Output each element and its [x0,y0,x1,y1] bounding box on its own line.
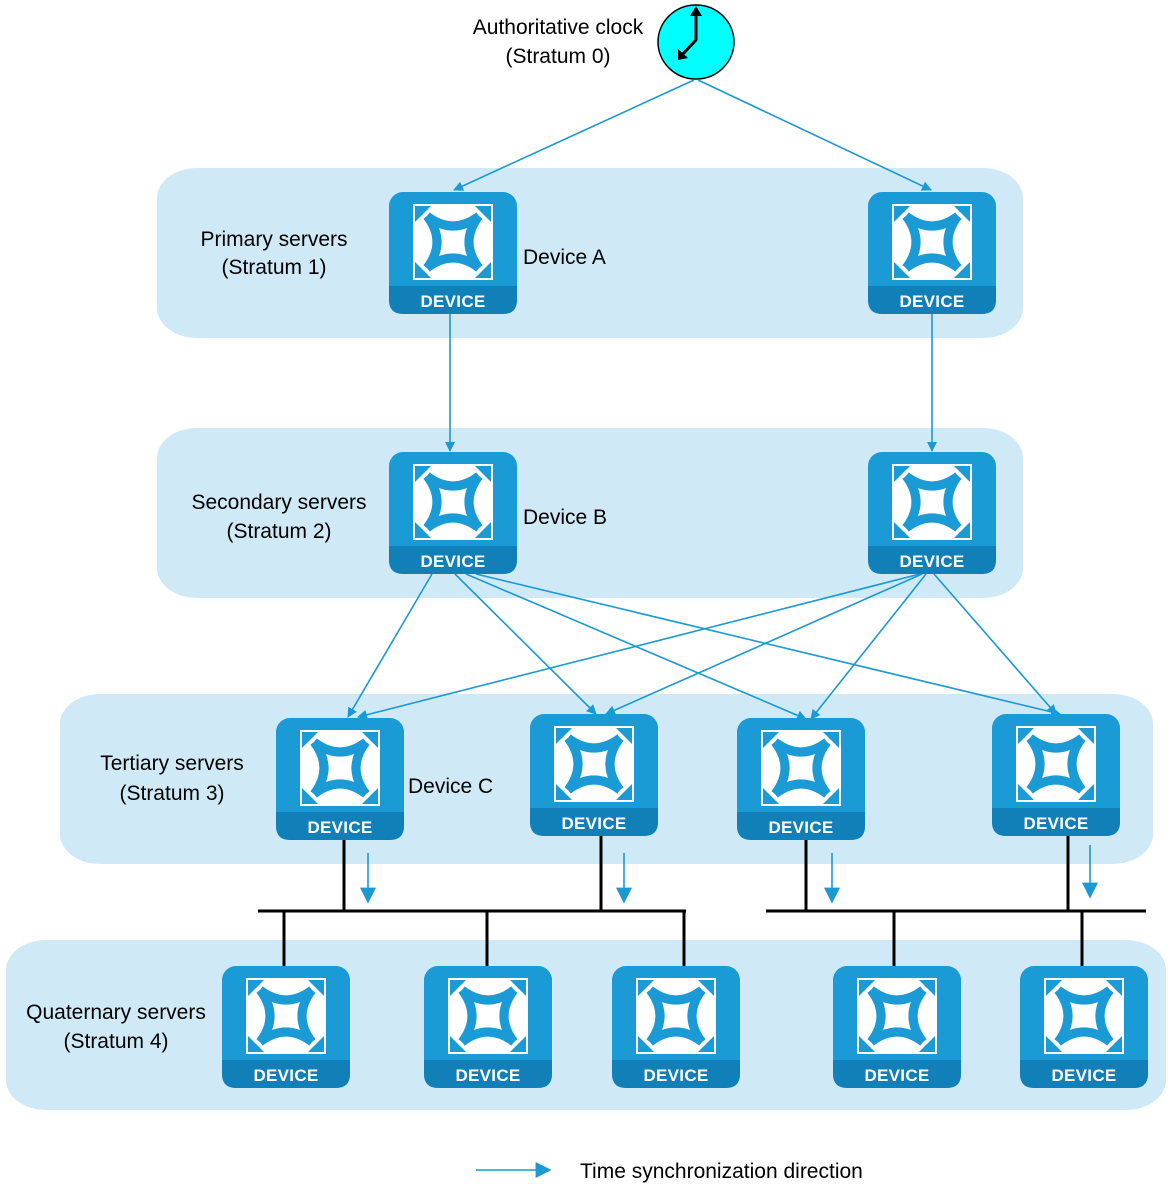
device-tertiary-2[interactable]: DEVICE [530,714,658,836]
clock-title: Authoritative clock [473,16,644,39]
device-quaternary-4[interactable]: DEVICE [833,966,961,1088]
primary-stratum: (Stratum 1) [221,256,326,279]
device-b-label: Device B [523,506,607,529]
device-quaternary-1[interactable]: DEVICE [222,966,350,1088]
device-quaternary-2[interactable]: DEVICE [424,966,552,1088]
sync-arrow [454,573,597,715]
authoritative-clock [657,4,735,80]
device-label: DEVICE [420,552,485,571]
band-quaternary [6,940,1166,1110]
device-label: DEVICE [864,1066,929,1085]
device-label: DEVICE [768,818,833,837]
sync-arrow [475,573,1061,717]
sync-arrow [347,573,433,718]
device-primary-2[interactable]: DEVICE [868,192,996,314]
device-a-label: Device A [523,246,606,269]
device-label: DEVICE [1023,814,1088,833]
device-label: DEVICE [253,1066,318,1085]
quaternary-title: Quaternary servers [26,1001,206,1024]
device-label: DEVICE [899,292,964,311]
lan-bus-right [766,836,1146,967]
device-c-label: Device C [408,775,493,798]
sync-arrow [605,573,923,715]
legend-label: Time synchronization direction [580,1160,863,1183]
device-label: DEVICE [1051,1066,1116,1085]
device-tertiary-3[interactable]: DEVICE [737,718,865,840]
tertiary-title: Tertiary servers [100,752,244,775]
device-quaternary-5[interactable]: DEVICE [1020,966,1148,1088]
device-label: DEVICE [307,818,372,837]
tertiary-stratum: (Stratum 3) [119,782,224,805]
quaternary-stratum: (Stratum 4) [63,1030,168,1053]
device-label: DEVICE [420,292,485,311]
band-primary [157,168,1023,338]
device-label: DEVICE [899,552,964,571]
secondary-stratum: (Stratum 2) [226,520,331,543]
device-quaternary-3[interactable]: DEVICE [612,966,740,1088]
sync-arrow [357,573,921,720]
device-b[interactable]: DEVICE [389,452,517,574]
device-label: DEVICE [455,1066,520,1085]
device-c[interactable]: DEVICE [276,718,404,840]
device-tertiary-4[interactable]: DEVICE [992,714,1120,836]
band-secondary [157,428,1023,598]
secondary-title: Secondary servers [191,491,366,514]
device-a[interactable]: DEVICE [389,192,517,314]
clock-stratum: (Stratum 0) [505,45,610,68]
sync-arrow [697,79,932,191]
sync-arrow [453,79,695,191]
lan-bus-left [258,836,686,967]
device-label: DEVICE [561,814,626,833]
sync-arrow [810,573,927,720]
device-secondary-2[interactable]: DEVICE [868,452,996,574]
sync-arrow [933,573,1057,715]
device-label: DEVICE [643,1066,708,1085]
primary-title: Primary servers [200,228,347,251]
